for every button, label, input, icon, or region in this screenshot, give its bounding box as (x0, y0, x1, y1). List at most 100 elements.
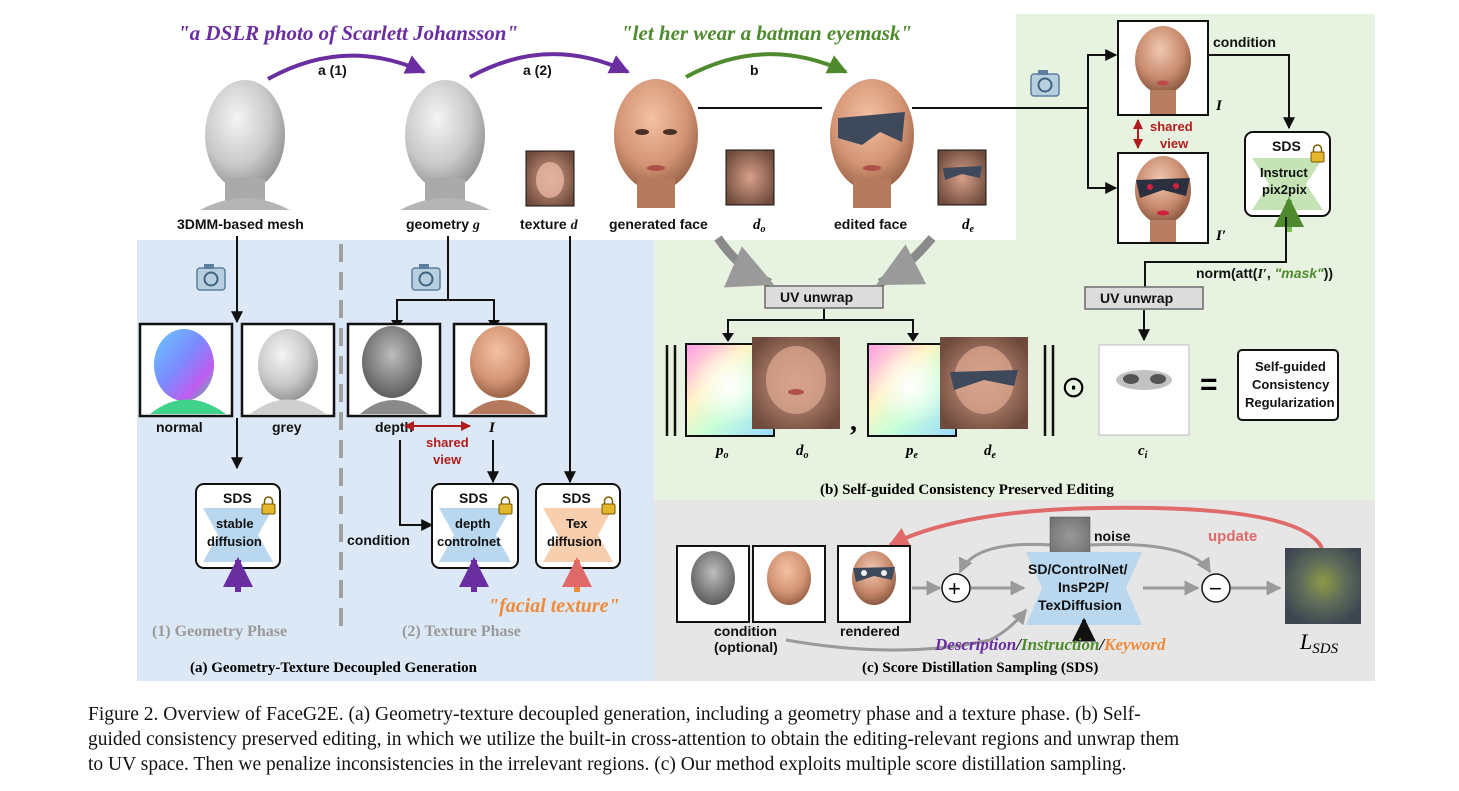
instruct-pix2pix-block (1244, 131, 1331, 217)
depth-condition-line (399, 440, 434, 531)
rendered-label: rendered (840, 623, 900, 639)
ip2p-sds-label: SDS (1272, 138, 1301, 154)
depth-controlnet-block (431, 483, 519, 569)
uv-unwrap-box-2 (1084, 286, 1204, 310)
i-label-a: I (488, 420, 496, 436)
caption-line-1: Figure 2. Overview of FaceG2E. (a) Geome… (88, 704, 1141, 725)
caption-line-3: to UV space. Then we penalize inconsiste… (88, 754, 1127, 775)
camera-icon (1030, 70, 1060, 97)
geometry-head-image (400, 80, 490, 210)
hadamard-symbol: ⊙ (1061, 371, 1086, 404)
td-label-1: Tex (566, 516, 588, 531)
ip2p-label-2: pix2pix (1262, 182, 1308, 197)
reg-label-3: Regularization (1245, 395, 1335, 410)
rendered-image (837, 545, 911, 623)
panel-b-title: (b) Self-guided Consistency Preserved Ed… (820, 482, 1114, 498)
step-a2-arrow (469, 52, 630, 79)
mesh-label: 3DMM-based mesh (177, 216, 304, 232)
condition-label-c-2: (optional) (714, 639, 778, 655)
step-a2-label: a (2) (523, 62, 552, 78)
p-e-label: pe (904, 443, 919, 461)
model-shape (1026, 552, 1142, 625)
uv-split-arrows (727, 309, 914, 335)
td-sds-label: SDS (562, 490, 591, 506)
loss-label: LSDS (1299, 629, 1339, 657)
view-label-b: view (1160, 136, 1189, 151)
panel-a-background (137, 240, 654, 681)
d-e-uv-image (940, 337, 1028, 429)
cn-sds-label: SDS (459, 490, 488, 506)
prompt-types-label: Description/Instruction/Keyword (934, 635, 1166, 654)
phase2-label: (2) Texture Phase (402, 623, 521, 640)
describe-prompt: "a DSLR photo of Scarlett Johansson" (178, 21, 518, 45)
loss-image (1285, 548, 1361, 624)
plus-symbol: + (948, 576, 961, 601)
uv-unwrap-label-2: UV unwrap (1100, 290, 1173, 306)
td-label-2: diffusion (547, 534, 602, 549)
geometry-label: geometry g (406, 216, 480, 233)
condition-render-label: condition (1213, 34, 1276, 50)
condition-to-ip2p-arrow (1209, 54, 1295, 130)
edited-face-image (830, 79, 914, 208)
d-e-uv-label: de (984, 443, 997, 461)
noise-to-minus-line (1089, 542, 1212, 574)
edited-face-label: edited face (834, 216, 907, 232)
ip2p-to-norm-line (1144, 217, 1287, 288)
noise-image (1049, 516, 1091, 556)
normal-render-image (138, 322, 234, 418)
cn-label-2: controlnet (437, 534, 501, 549)
condition-label-c-1: condition (714, 623, 777, 639)
equals-symbol: = (1200, 368, 1218, 401)
condition-image-2 (752, 545, 826, 623)
uv-right-arrowhead (907, 333, 919, 342)
d-o-label: do (753, 217, 766, 235)
comma-symbol: , (850, 406, 857, 437)
noise-label: noise (1094, 528, 1131, 544)
minus-circle (1201, 573, 1231, 603)
edited-render-I-prime: I′ (1215, 228, 1226, 244)
edited-render-image (1117, 152, 1209, 244)
figure-caption: Figure 2. Overview of FaceG2E. (a) Geome… (88, 702, 1438, 777)
normal-label: normal (156, 419, 203, 435)
i-render-image (452, 322, 548, 418)
update-arrow (888, 505, 1324, 550)
d-e-texture-image (937, 149, 987, 206)
p-o-label: po (714, 443, 729, 461)
camera-icon (196, 264, 226, 291)
d-o-uv-label: do (796, 443, 809, 461)
uv-unwrap-label-1: UV unwrap (780, 289, 853, 305)
p-o-uv-image (685, 343, 775, 437)
camera-icon (411, 264, 441, 291)
step-b-arrow (685, 52, 848, 79)
sd-label-2: diffusion (207, 534, 262, 549)
depth-render-image (346, 322, 442, 418)
ip2p-label-1: Instruct (1260, 165, 1308, 180)
condition-render-I: I (1215, 98, 1223, 114)
lock-icon (1310, 144, 1325, 163)
grey-label: grey (272, 419, 302, 435)
model-label-1: SD/ControlNet/ (1028, 561, 1128, 577)
reg-label-2: Consistency (1252, 377, 1330, 392)
stable-diffusion-block (195, 483, 281, 569)
update-label: update (1208, 528, 1257, 545)
instruct-prompt: "let her wear a batman eyemask" (621, 21, 912, 45)
generated-to-uv-arrow (714, 235, 775, 288)
minus-symbol: − (1209, 576, 1222, 601)
grey-render-image (240, 322, 336, 418)
depth-label: depth (375, 419, 413, 435)
regularization-box (1237, 349, 1339, 421)
lock-icon (601, 496, 616, 515)
d-e-label: de (962, 217, 975, 235)
mesh-head-image (200, 80, 290, 210)
view-label-a: view (433, 452, 462, 467)
texture-map-image (525, 150, 575, 207)
condition-image-1 (676, 545, 750, 623)
generated-face-label: generated face (609, 216, 708, 232)
condition-render-image (1117, 20, 1209, 116)
lock-icon (498, 496, 513, 515)
phase1-label: (1) Geometry Phase (152, 623, 287, 640)
texture-label: texture d (520, 216, 579, 233)
model-label-3: TexDiffusion (1038, 597, 1122, 613)
sd-sds-label: SDS (223, 490, 252, 506)
